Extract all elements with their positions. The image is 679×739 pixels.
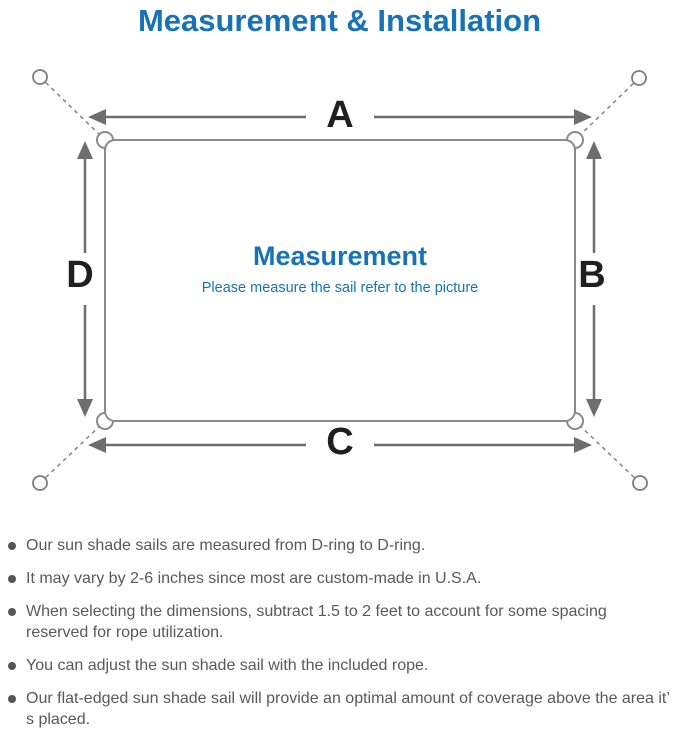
sail-diagram-svg: A B C D Measurement Please measure the s… (32, 69, 648, 491)
note-text: You can adjust the sun shade sail with t… (26, 657, 429, 674)
bullet-icon (8, 662, 16, 670)
diagram-center-heading: Measurement (253, 241, 427, 271)
note-text: Our sun shade sails are measured from D-… (26, 537, 426, 554)
rope-bottom-left (39, 420, 106, 484)
dimension-label-b: B (578, 254, 605, 296)
bullet-icon (8, 608, 16, 616)
dimension-lines (83, 115, 596, 447)
rope-top-left (39, 76, 106, 141)
anchor-bottom-right-icon (632, 475, 648, 491)
notes-section: Our sun shade sails are measured from D-… (0, 525, 679, 730)
dimension-arrowheads (77, 109, 602, 453)
arrowhead-b-down-icon (586, 399, 602, 417)
anchor-top-right-icon (631, 70, 647, 86)
arrowhead-a-left-icon (88, 109, 106, 125)
note-text: Our flat-edged sun shade sail will provi… (26, 690, 670, 728)
dimension-label-d: D (66, 254, 93, 296)
arrowhead-c-left-icon (88, 437, 106, 453)
dimension-label-a: A (326, 94, 353, 136)
anchor-top-left-icon (32, 69, 48, 85)
bullet-icon (8, 695, 16, 703)
anchor-rope-lines (39, 76, 641, 484)
note-text: When selecting the dimensions, subtract … (26, 603, 607, 641)
anchor-points (32, 69, 648, 491)
list-item: You can adjust the sun shade sail with t… (6, 655, 673, 676)
list-item: When selecting the dimensions, subtract … (6, 601, 673, 643)
arrowhead-b-up-icon (586, 141, 602, 159)
list-item: Our flat-edged sun shade sail will provi… (6, 688, 673, 730)
list-item: Our sun shade sails are measured from D-… (6, 535, 673, 556)
note-text: It may vary by 2-6 inches since most are… (26, 570, 482, 587)
bullet-icon (8, 542, 16, 550)
arrowhead-c-right-icon (574, 437, 592, 453)
sail-outline (104, 139, 576, 422)
diagram-center-caption: Please measure the sail refer to the pic… (202, 280, 478, 296)
arrowhead-d-up-icon (77, 141, 93, 159)
dimension-label-c: C (326, 421, 353, 463)
arrowhead-d-down-icon (77, 399, 93, 417)
header: Measurement & Installation (0, 0, 679, 55)
anchor-bottom-left-icon (32, 475, 48, 491)
rope-top-right (574, 77, 640, 141)
arrowhead-a-right-icon (574, 109, 592, 125)
page-title: Measurement & Installation (137, 3, 542, 38)
bullet-icon (8, 575, 16, 583)
notes-list: Our sun shade sails are measured from D-… (6, 535, 673, 730)
rope-bottom-right (574, 420, 641, 484)
measurement-diagram: A B C D Measurement Please measure the s… (0, 55, 679, 525)
list-item: It may vary by 2-6 inches since most are… (6, 568, 673, 589)
